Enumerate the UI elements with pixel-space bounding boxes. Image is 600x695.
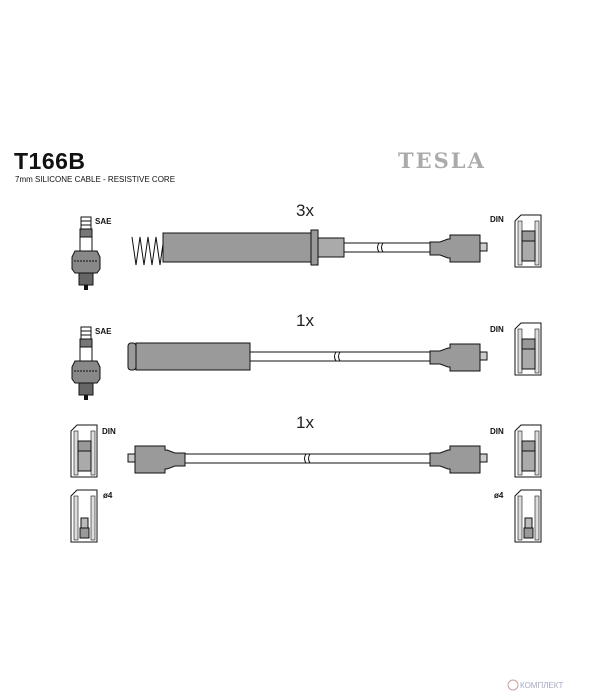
row3-right-sub-label: ø4 (494, 491, 504, 500)
watermark-logo-icon (507, 679, 519, 691)
row3-left-sub-label: ø4 (103, 491, 113, 500)
cable-break (304, 453, 311, 464)
straight-boot (135, 342, 251, 371)
row1-right-label: DIN (490, 215, 504, 224)
cable (343, 242, 432, 253)
cable-break (377, 242, 384, 253)
row3-left-label: DIN (102, 427, 116, 436)
straight-boot (162, 232, 312, 263)
din-boot (429, 445, 488, 474)
din-terminal-icon (514, 214, 542, 268)
row2-right-label: DIN (490, 325, 504, 334)
cable (249, 351, 432, 362)
sae-spark-plug-icon (71, 216, 101, 291)
din-boot (127, 445, 186, 474)
boot-collar (310, 229, 319, 266)
din-terminal-icon (70, 424, 98, 478)
row2-quantity: 1x (296, 311, 314, 330)
cable-break (334, 351, 341, 362)
row1-quantity: 3x (296, 201, 314, 220)
din-boot (429, 343, 488, 372)
boot-neck (317, 237, 345, 258)
brand-logo: TESLA (398, 148, 486, 173)
sae-spark-plug-icon (71, 326, 101, 401)
row2-left-label: SAE (95, 327, 112, 336)
din-terminal-icon (514, 424, 542, 478)
row3-quantity: 1x (296, 413, 314, 432)
watermark: КОМПЛЕКТ (520, 681, 564, 690)
row1-left-label: SAE (95, 217, 112, 226)
boot-cap (127, 342, 137, 371)
cable-description: 7mm SILICONE CABLE - RESISTIVE CORE (15, 175, 176, 184)
din-boot (429, 234, 488, 263)
din-terminal-icon (514, 322, 542, 376)
spring-icon (131, 236, 165, 266)
part-number-title: T166B (14, 148, 86, 174)
phi4-terminal-icon (514, 489, 542, 543)
row3-right-label: DIN (490, 427, 504, 436)
phi4-terminal-icon (70, 489, 98, 543)
